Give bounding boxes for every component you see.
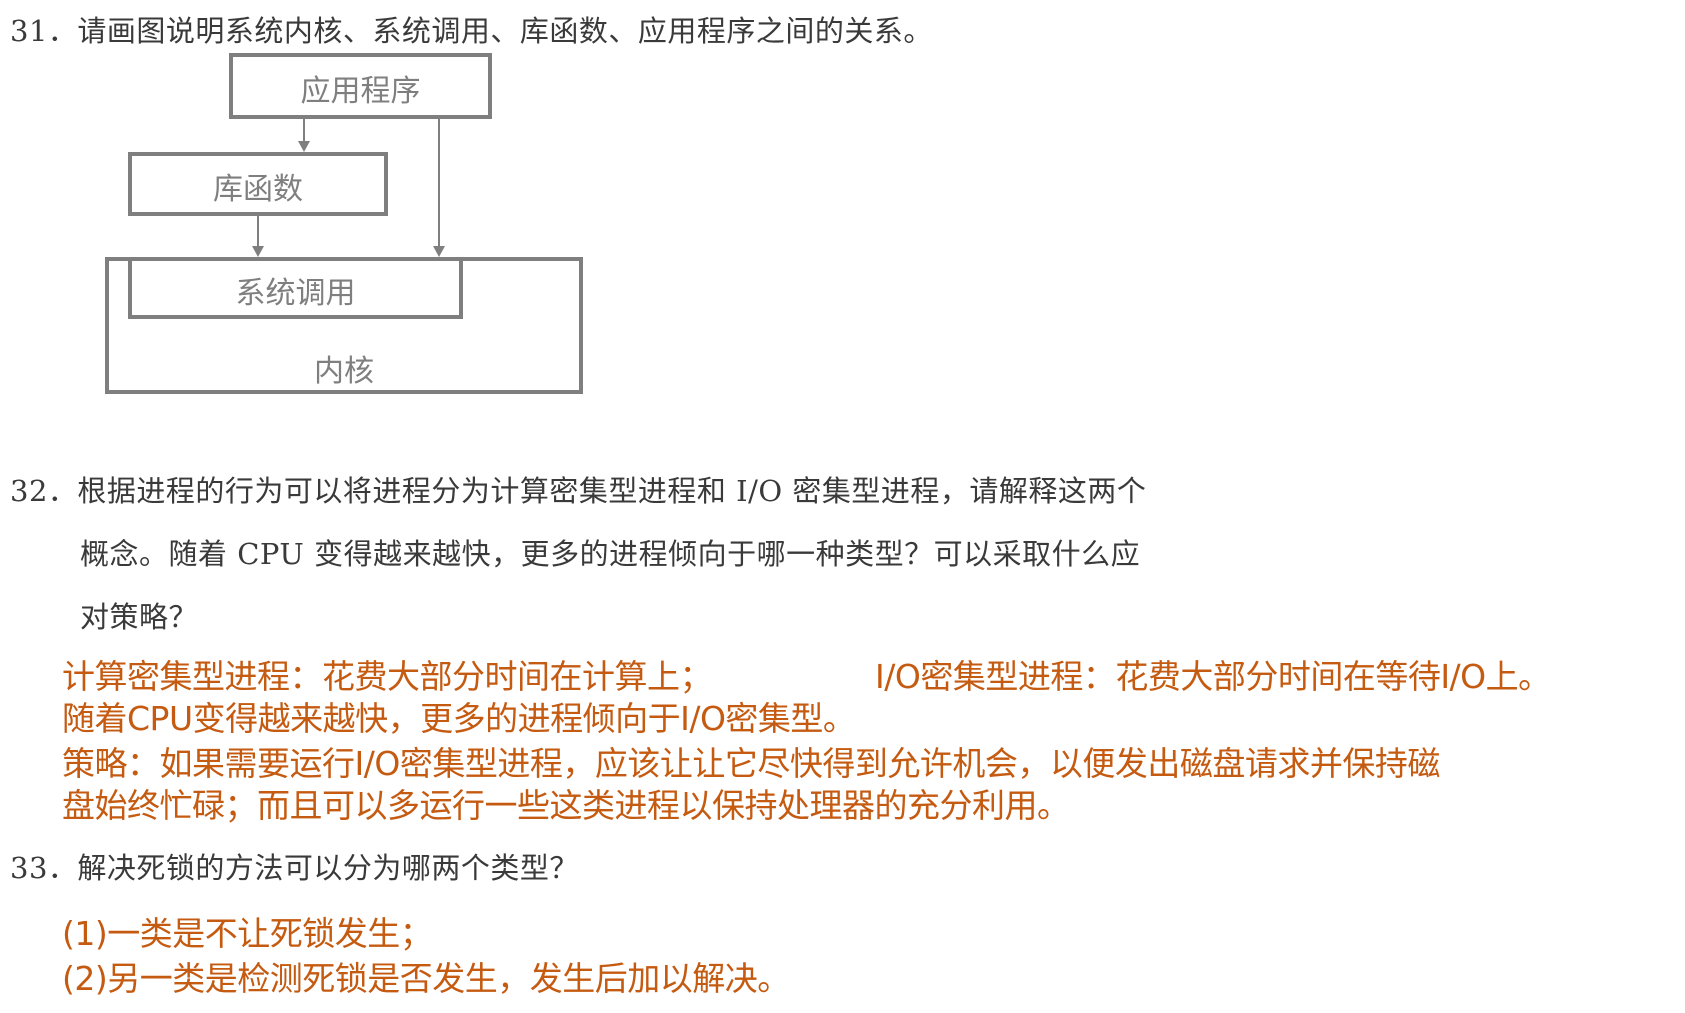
answer-line: I/O密集型进程：花费大部分时间在等待I/O上。 (875, 657, 1551, 696)
application-label: 应用程序 (300, 74, 421, 109)
syscall-label: 系统调用 (235, 276, 356, 311)
question-33: 33．解决死锁的方法可以分为哪两个类型？ (10, 845, 579, 887)
question-number: 33． (10, 851, 78, 885)
question-line: 概念。随着 CPU 变得越来越快，更多的进程倾向于哪一种类型？可以采取什么应 (80, 537, 1141, 571)
arrow-down-icon (252, 246, 264, 257)
question-number: 32． (10, 474, 78, 508)
answer-line: (1)一类是不让死锁发生； (62, 914, 433, 953)
kernel-label: 内核 (314, 354, 374, 389)
question-31: 31．请画图说明系统内核、系统调用、库函数、应用程序之间的关系。 (10, 8, 933, 50)
application-box (229, 53, 492, 119)
arrow-lib-to-syscall-line (257, 216, 259, 248)
answer-line: (2)另一类是检测死锁是否发生，发生后加以解决。 (62, 959, 790, 998)
arrow-down-icon (433, 246, 445, 257)
arrow-app-to-syscall-line (438, 119, 440, 248)
question-number: 31． (10, 14, 78, 48)
question-text: 请画图说明系统内核、系统调用、库函数、应用程序之间的关系。 (77, 14, 933, 48)
library-box (128, 152, 388, 216)
answer-line: 盘始终忙碌；而且可以多运行一些这类进程以保持处理器的充分利用。 (62, 786, 1070, 825)
arrow-down-icon (298, 141, 310, 152)
answer-line: 计算密集型进程：花费大部分时间在计算上； (62, 657, 713, 696)
answer-line: 随着CPU变得越来越快，更多的进程倾向于I/O密集型。 (62, 699, 856, 738)
arrow-app-to-lib-line (303, 119, 305, 143)
question-line: 对策略？ (80, 600, 199, 634)
question-text: 解决死锁的方法可以分为哪两个类型？ (77, 851, 579, 885)
syscall-box (128, 257, 463, 319)
question-line: 32．根据进程的行为可以将进程分为计算密集型进程和 I/O 密集型进程，请解释这… (10, 474, 1147, 508)
answer-line: 策略：如果需要运行I/O密集型进程，应该让让它尽快得到允许机会，以便发出磁盘请求… (62, 744, 1440, 783)
library-label: 库函数 (213, 172, 303, 207)
